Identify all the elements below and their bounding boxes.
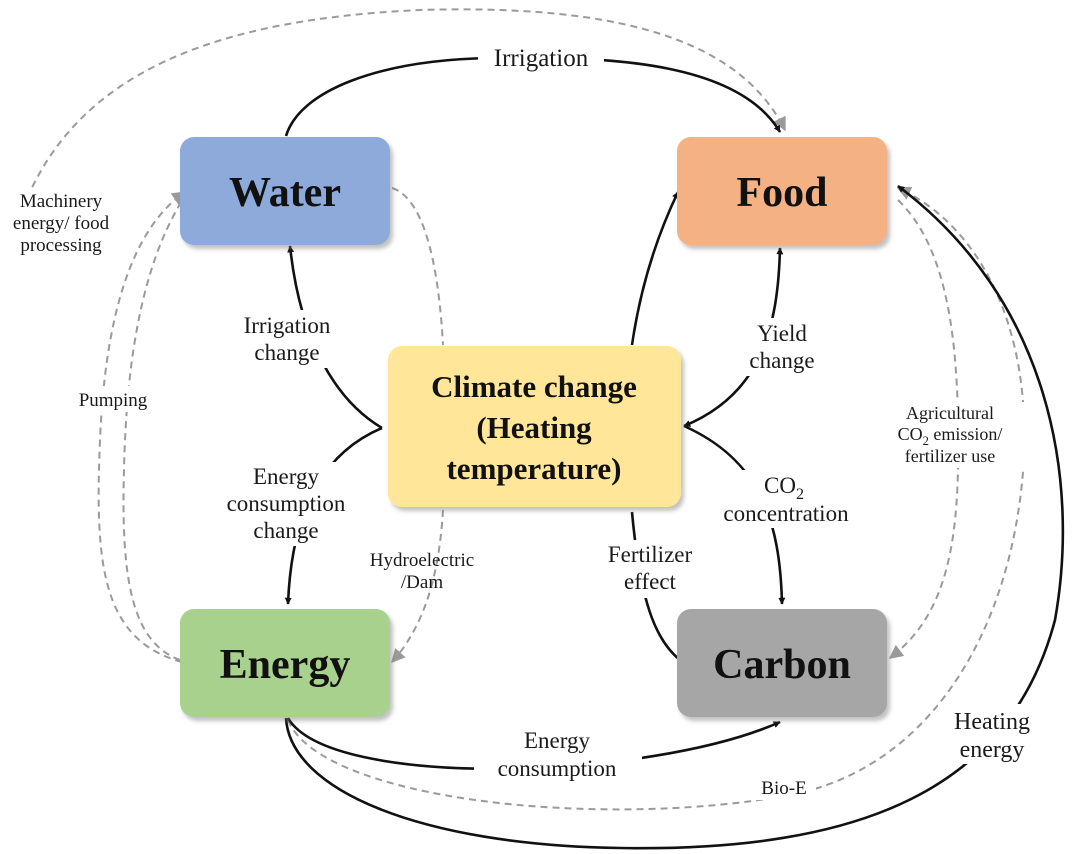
agricultural-sub: 2 bbox=[923, 434, 929, 448]
energy-consumption-line1: Energy bbox=[524, 728, 591, 753]
energy-box bbox=[180, 609, 390, 717]
energy-consumption-change-bg bbox=[210, 462, 362, 546]
pumping-label-bg bbox=[68, 386, 160, 412]
edge-climate-energy-dashed bbox=[391, 509, 444, 664]
energy-consumption-change-line2: consumption bbox=[227, 491, 346, 516]
node-carbon: Carbon bbox=[677, 609, 887, 717]
edge-water-energy-dashed bbox=[391, 187, 444, 346]
machinery-label-line1: Machinery bbox=[20, 191, 103, 212]
bio-e-label: Bio-E bbox=[761, 778, 806, 799]
heating-energy-line1: Heating bbox=[954, 709, 1030, 735]
machinery-label-bg bbox=[6, 188, 120, 258]
water-label: Water bbox=[229, 170, 341, 216]
irrigation-label: Irrigation bbox=[494, 45, 589, 72]
food-label: Food bbox=[736, 170, 827, 216]
agricultural-emission: emission/ bbox=[929, 424, 1003, 444]
climate-label-line3: temperature) bbox=[446, 451, 621, 486]
energy-consumption-change-line1: Energy bbox=[253, 464, 320, 489]
agricultural-line1: Agricultural bbox=[906, 403, 994, 423]
irrigation-change-line1: Irrigation bbox=[244, 313, 331, 338]
agricultural-label-bg bbox=[878, 402, 1026, 468]
edge-energy-food-heating bbox=[284, 184, 1065, 850]
pumping-label: Pumping bbox=[79, 390, 148, 411]
energy-label: Energy bbox=[220, 642, 351, 688]
node-energy: Energy bbox=[180, 609, 390, 717]
water-box bbox=[180, 137, 390, 245]
climate-label-line1: Climate change bbox=[431, 369, 637, 404]
edge-water-food-dashed bbox=[14, 8, 786, 233]
agricultural-co: CO bbox=[898, 424, 923, 444]
yield-change-line1: Yield bbox=[757, 321, 807, 346]
agricultural-line2: CO2 emission/ bbox=[898, 424, 1003, 448]
carbon-box bbox=[677, 609, 887, 717]
edge-energy-food-dashed bbox=[287, 186, 1026, 811]
heating-energy-line2: energy bbox=[960, 737, 1025, 763]
heating-energy-label-bg bbox=[938, 704, 1048, 764]
fertilizer-effect-line1: Fertilizer bbox=[608, 542, 693, 567]
machinery-label-line3: processing bbox=[20, 235, 102, 256]
node-water: Water bbox=[180, 137, 390, 245]
yield-change-label-bg bbox=[740, 318, 824, 376]
bio-e-label-bg bbox=[752, 774, 816, 800]
co2-concentration-label-bg bbox=[706, 470, 866, 528]
carbon-label: Carbon bbox=[713, 642, 851, 688]
energy-consumption-change-line3: change bbox=[253, 518, 318, 543]
node-food: Food bbox=[677, 137, 887, 245]
edge-energy-water-dashed-inner bbox=[122, 195, 186, 661]
co2-concentration-line2: concentration bbox=[723, 501, 849, 526]
agricultural-line3: fertilizer use bbox=[905, 446, 995, 466]
edge-climate-food bbox=[630, 191, 680, 346]
climate-label-line2: (Heating bbox=[476, 410, 592, 445]
energy-consumption-line2: consumption bbox=[498, 756, 617, 781]
irrigation-change-label-bg bbox=[228, 310, 346, 368]
hydroelectric-label-line1: Hydroelectric bbox=[370, 550, 474, 571]
co2-concentration-co: CO bbox=[764, 473, 796, 498]
food-box bbox=[677, 137, 887, 245]
irrigation-change-line2: change bbox=[254, 340, 319, 365]
co2-concentration-line1: CO2 bbox=[764, 473, 804, 503]
energy-consumption-label-bg bbox=[474, 724, 642, 782]
edge-energy-water-dashed-outer bbox=[97, 191, 187, 663]
co2-concentration-sub: 2 bbox=[796, 486, 804, 503]
yield-change-line2: change bbox=[749, 348, 814, 373]
climate-box bbox=[388, 346, 681, 507]
node-climate-change: Climate change (Heating temperature) bbox=[388, 346, 681, 507]
irrigation-label-bg bbox=[478, 38, 604, 74]
fertilizer-effect-label-bg bbox=[592, 540, 710, 598]
hydroelectric-label-line2: /Dam bbox=[401, 572, 443, 593]
edge-food-carbon-dashed bbox=[888, 199, 960, 659]
machinery-label-line2: energy/ food bbox=[13, 213, 110, 234]
fertilizer-effect-line2: effect bbox=[624, 569, 677, 594]
